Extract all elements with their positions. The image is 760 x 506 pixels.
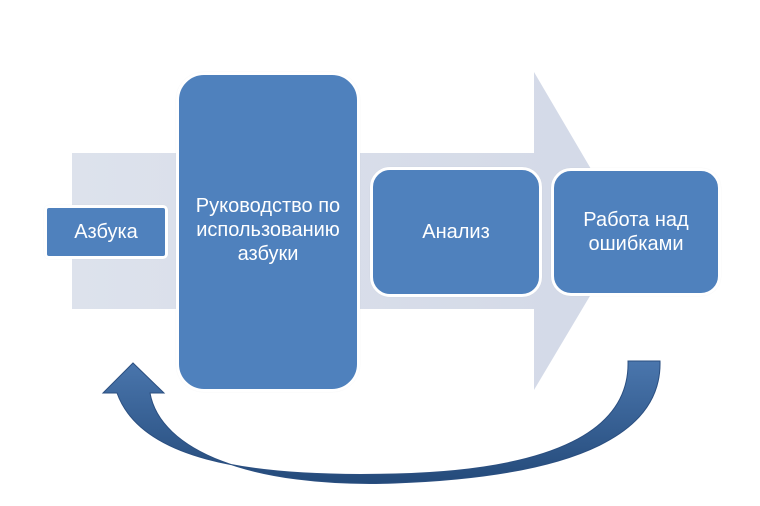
- node-errors-label: Работа над ошибками: [583, 209, 689, 255]
- node-guide: Руководство по использованию азбуки: [176, 72, 360, 392]
- return-arc-arrow: [101, 360, 661, 484]
- node-analysis-label: Анализ: [422, 221, 490, 243]
- node-analysis: Анализ: [370, 167, 542, 297]
- node-azbuka-label: Азбука: [74, 221, 138, 243]
- node-errors: Работа над ошибками: [551, 168, 721, 296]
- node-guide-label: Руководство по использованию азбуки: [195, 195, 341, 265]
- node-azbuka: Азбука: [44, 205, 168, 259]
